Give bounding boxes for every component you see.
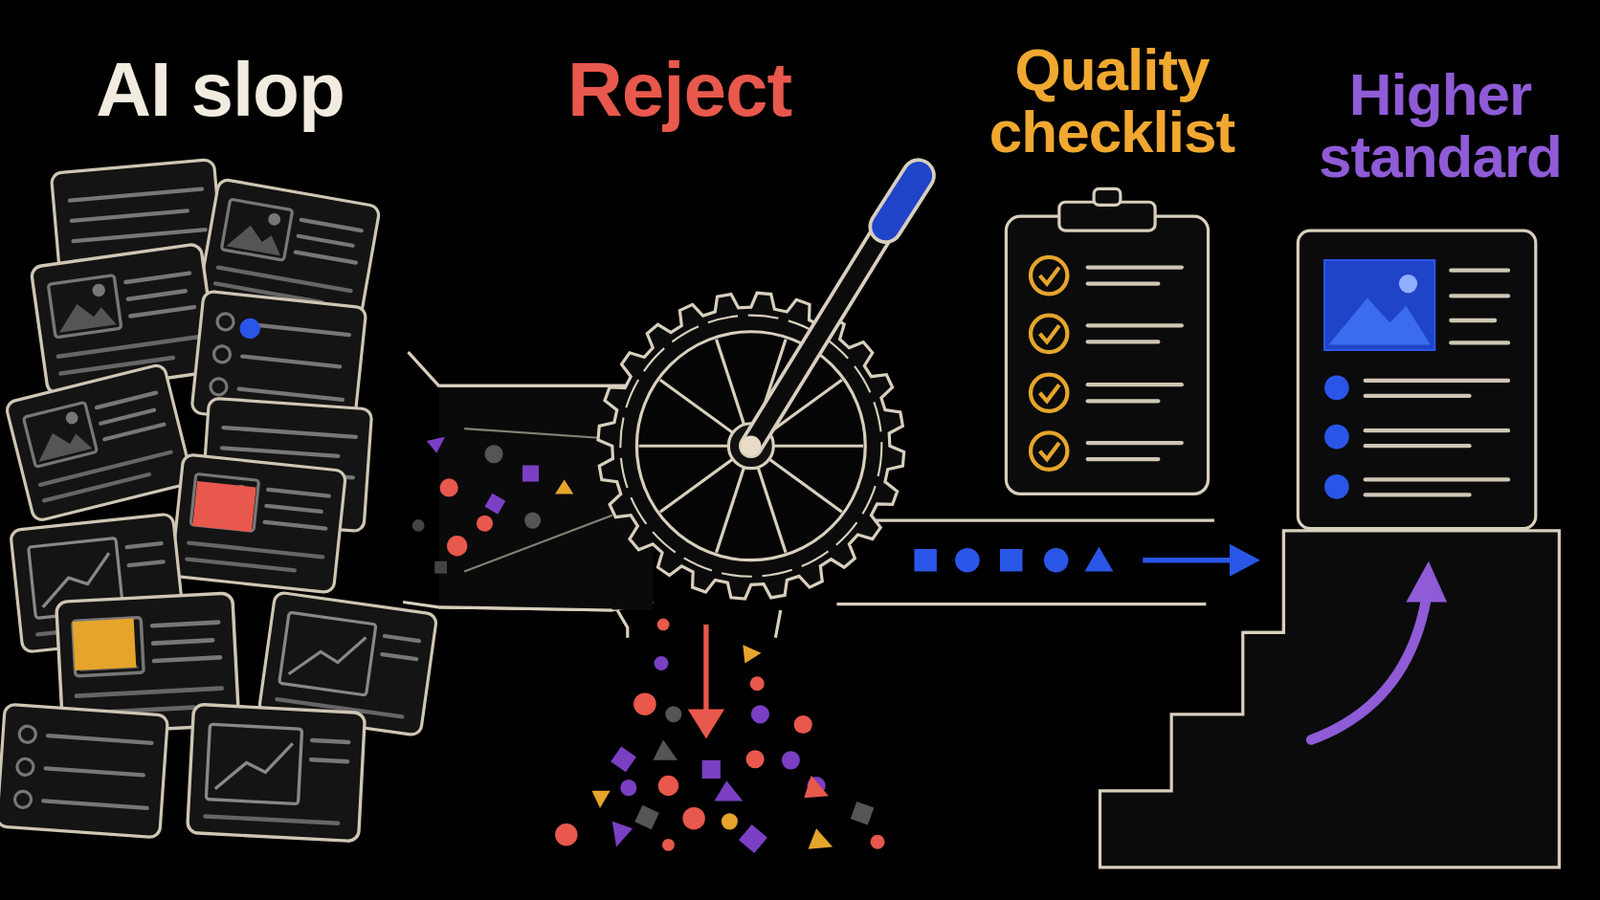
- gear-spoke: [716, 339, 745, 425]
- card-stack: [0, 158, 438, 842]
- rejected-particles: [555, 619, 885, 854]
- heading-label: Reject: [535, 49, 823, 131]
- gear-spoke: [773, 444, 864, 448]
- gear-spoke: [660, 459, 734, 512]
- gear-spoke: [639, 444, 730, 448]
- clipboard: [1005, 188, 1208, 494]
- gear-spoke: [769, 459, 843, 512]
- gear-spoke: [757, 467, 786, 554]
- input-particles: [412, 437, 574, 575]
- quality-document: [1297, 230, 1535, 530]
- rise-arrow: [1311, 561, 1447, 741]
- heading-label: AI slop: [57, 49, 383, 131]
- reject-arrow: [688, 624, 725, 739]
- stairs: [1100, 531, 1560, 868]
- gear-spoke: [716, 467, 745, 554]
- heading-label: Higher standard: [1291, 63, 1589, 188]
- gear-spoke: [660, 379, 734, 433]
- approved-items: [913, 544, 1260, 578]
- gear: [598, 292, 905, 600]
- heading-label: Quality checklist: [968, 38, 1256, 163]
- lever: [740, 176, 919, 457]
